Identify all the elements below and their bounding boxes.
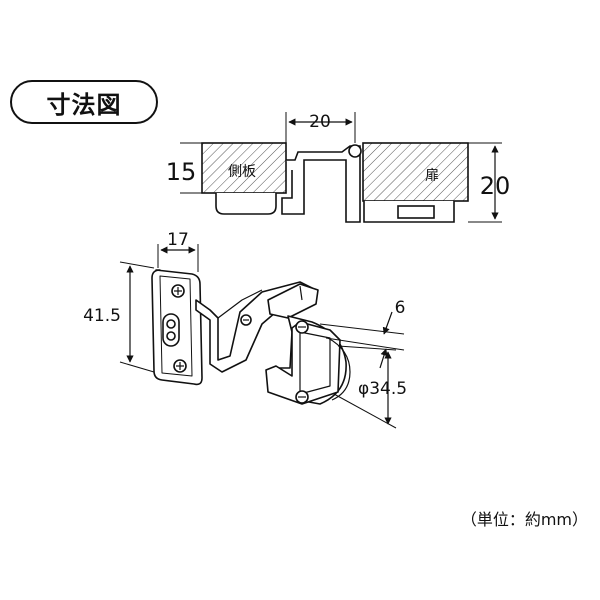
hinge-arm-section	[281, 145, 361, 223]
label-door: 扉	[425, 168, 439, 184]
door-section	[362, 142, 469, 202]
screw-icon	[295, 390, 309, 404]
hinge-3d-dimensions	[119, 244, 405, 429]
label-dim-panel: 15	[166, 158, 197, 186]
screw-icon	[171, 284, 185, 298]
adjust-slot	[162, 313, 180, 347]
top-section-view	[180, 112, 502, 223]
label-dim-door: 20	[480, 172, 511, 200]
screw-icon	[240, 314, 252, 326]
title-text: 寸法図	[46, 90, 122, 119]
label-dim-plate-width: 17	[167, 230, 189, 250]
side-panel-section	[201, 142, 287, 194]
dim-line-cup-depth	[382, 311, 393, 335]
label-dim-plate-height: 41.5	[83, 306, 121, 326]
mounting-plate-section	[215, 193, 277, 215]
label-dim-cup-diameter: φ34.5	[358, 379, 407, 399]
unit-note: （単位：約mm）	[460, 510, 588, 529]
label-dim-cup-depth: 6	[395, 298, 406, 318]
label-dim-gap: 20	[309, 112, 331, 132]
title-badge: 寸法図	[10, 80, 158, 124]
hinge-pivot	[267, 283, 319, 319]
screw-icon	[295, 320, 309, 334]
hinge-3d-view	[151, 269, 351, 405]
screw-icon	[173, 359, 187, 373]
label-side-panel: 側板	[228, 164, 256, 180]
